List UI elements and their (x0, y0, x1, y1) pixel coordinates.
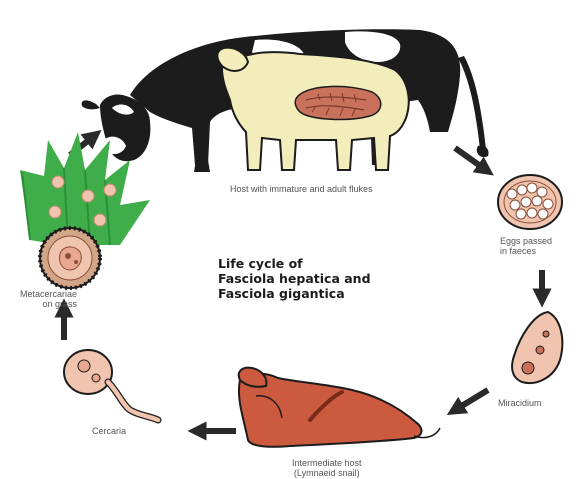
diagram-title: Life cycle of Fasciola hepatica and Fasc… (218, 256, 371, 301)
title-line-3: Fasciola gigantica (218, 286, 371, 301)
sheep-host (217, 48, 408, 170)
snail-label-line1: Intermediate host (292, 458, 362, 468)
metacercaria-cyst (40, 228, 100, 288)
snail-label: Intermediate host (Lymnaeid snail) (292, 458, 362, 478)
title-line-1: Life cycle of (218, 256, 371, 271)
metacercariae-label-line2: on grass (20, 299, 77, 309)
metacercariae-label-line1: Metacercariae (20, 289, 77, 299)
snail-stage (239, 368, 440, 447)
arrow-miracidium-to-snail (455, 390, 488, 410)
miracidium-label: Miracidium (498, 398, 542, 408)
host-label: Host with immature and adult flukes (230, 184, 373, 194)
miracidium-stage (512, 312, 562, 383)
egg-stage (498, 175, 562, 229)
eggs-label-line2: in faeces (500, 246, 552, 256)
cercaria-label: Cercaria (92, 426, 126, 436)
cercaria-stage (64, 350, 158, 420)
title-line-2: Fasciola hepatica and (218, 271, 371, 286)
eggs-label-line1: Eggs passed (500, 236, 552, 246)
eggs-label: Eggs passed in faeces (500, 236, 552, 256)
snail-label-line2: (Lymnaeid snail) (292, 468, 362, 478)
metacercariae-label: Metacercariae on grass (20, 289, 77, 309)
